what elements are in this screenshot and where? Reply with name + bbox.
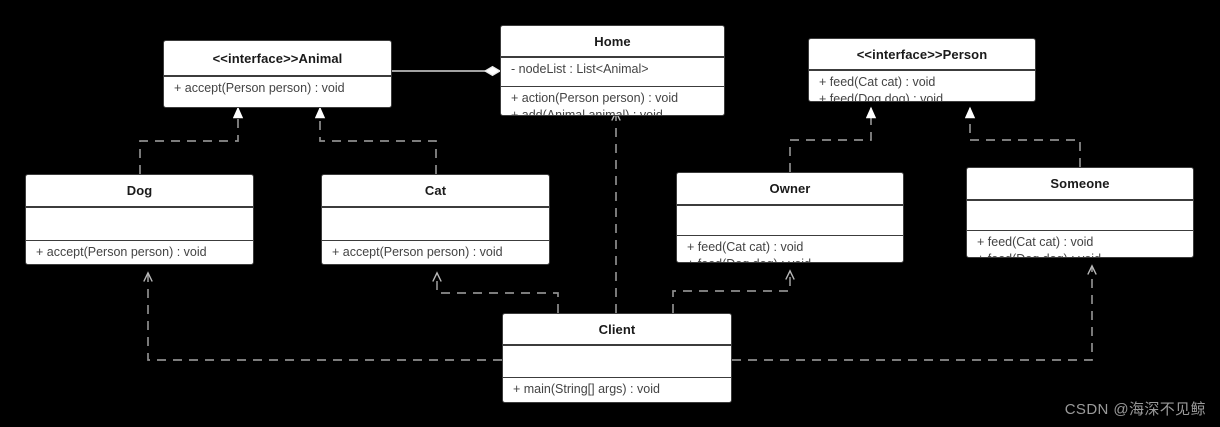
class-name-someone: Someone [1050,176,1110,191]
class-methods-client: + main(String[] args) : void [503,378,731,400]
edge-owner-person [789,108,871,172]
class-attributes-client [503,346,731,377]
edge-client-dog [143,271,502,361]
edge-cat-animal [320,108,437,174]
class-divider [26,239,253,241]
class-divider [322,206,549,208]
member-row: + main(String[] args) : void [513,382,660,396]
class-divider [677,204,903,206]
class-name-owner: Owner [769,181,811,196]
class-name-cat: Cat [424,183,447,198]
class-box-home[interactable]: Home - nodeList : List<Animal> + action(… [500,25,725,116]
watermark-text: CSDN @海深不见鲸 [1064,401,1206,418]
member-row: + feed(Dog dog) : void [977,251,1183,257]
class-box-client[interactable]: Client + main(String[] args) : void [502,313,732,403]
class-divider [967,199,1193,201]
class-methods-cat: + accept(Person person) : void [322,241,549,263]
edge-client-owner [672,269,795,313]
class-attributes-someone [967,201,1193,230]
class-divider [322,239,549,241]
class-methods-home: + action(Person person) : void + add(Ani… [501,87,724,116]
class-divider [501,56,724,58]
class-name-person: <<interface>>Person [856,46,988,62]
class-box-person[interactable]: <<interface>>Person + feed(Cat cat) : vo… [808,38,1036,102]
class-name-animal: <<interface>>Animal [212,50,343,66]
class-divider [164,75,391,77]
member-row: + accept(Person person) : void [36,245,207,259]
class-attributes-owner [677,206,903,235]
class-box-owner[interactable]: Owner + feed(Cat cat) : void + feed(Dog … [676,172,904,263]
edge-dog-animal [139,108,238,174]
member-row: + accept(Person person) : void [174,80,345,95]
member-row: + add(Animal animal) : void [511,108,663,116]
class-box-dog[interactable]: Dog + accept(Person person) : void [25,174,254,265]
class-divider [503,344,731,346]
class-divider [967,229,1193,231]
member-row: + feed(Dog dog) : void [687,256,893,262]
class-box-someone[interactable]: Someone + feed(Cat cat) : void + feed(Do… [966,167,1194,258]
member-row: + accept(Person person) : void [332,245,503,259]
class-attributes-dog [26,208,253,240]
member-row: - nodeList : List<Animal> [511,61,649,76]
member-row: + feed(Cat cat) : void [977,235,1094,249]
class-name-dog: Dog [126,183,153,198]
class-methods-animal: + accept(Person person) : void [164,77,391,108]
class-attributes-cat [322,208,549,240]
class-methods-someone: + feed(Cat cat) : void + feed(Dog dog) :… [967,231,1193,257]
edge-client-someone [732,264,1097,361]
class-methods-dog: + accept(Person person) : void [26,241,253,263]
class-attributes-home: - nodeList : List<Animal> [501,58,724,86]
class-name-client: Client [598,321,636,337]
class-divider [503,376,731,378]
class-methods-person: + feed(Cat cat) : void + feed(Dog dog) :… [809,71,1035,102]
edge-someone-person [970,108,1081,167]
class-box-cat[interactable]: Cat + accept(Person person) : void [321,174,550,265]
class-divider [809,69,1035,71]
class-divider [26,206,253,208]
member-row: + feed(Cat cat) : void [687,240,804,254]
member-row: + action(Person person) : void [511,91,679,105]
class-divider [501,85,724,87]
class-methods-owner: + feed(Cat cat) : void + feed(Dog dog) :… [677,236,903,262]
member-row: + feed(Dog dog) : void [819,91,944,102]
class-box-animal[interactable]: <<interface>>Animal + accept(Person pers… [163,40,392,108]
member-row: + feed(Cat cat) : void [819,74,936,89]
class-name-home: Home [594,33,631,49]
class-divider [677,234,903,236]
edge-client-cat [432,271,559,313]
